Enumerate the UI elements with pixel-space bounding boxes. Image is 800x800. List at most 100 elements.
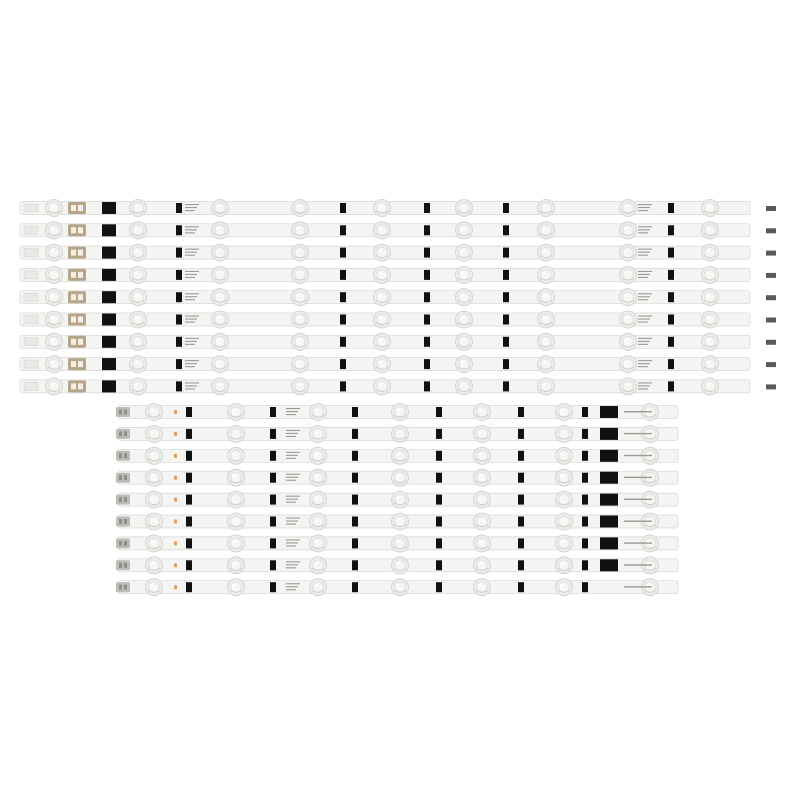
black-chip xyxy=(518,538,524,549)
printed-mark xyxy=(185,385,197,387)
led-lens xyxy=(291,243,309,262)
black-chip xyxy=(424,292,430,303)
led-strip xyxy=(116,403,679,421)
led-lens xyxy=(701,332,719,351)
black-component xyxy=(102,224,116,237)
led-lens xyxy=(129,221,147,240)
black-component xyxy=(600,515,618,528)
wire-connector xyxy=(116,560,130,571)
black-chip xyxy=(186,560,192,571)
led-lens xyxy=(129,310,147,329)
led-lens xyxy=(145,490,163,509)
black-chip xyxy=(503,292,509,303)
black-chip xyxy=(340,225,346,236)
led-lens xyxy=(309,556,327,575)
led-lens xyxy=(129,332,147,351)
black-component xyxy=(102,380,116,393)
led-lens xyxy=(701,221,719,240)
wire-connector xyxy=(116,428,130,439)
led-lens xyxy=(45,265,63,284)
printed-mark xyxy=(638,204,652,206)
led-strip xyxy=(116,446,679,465)
black-chip xyxy=(436,407,442,417)
led-lens xyxy=(291,332,309,351)
black-chip xyxy=(503,359,509,370)
smd-component xyxy=(174,410,177,414)
printed-mark xyxy=(185,337,199,339)
led-lens xyxy=(391,403,409,421)
printed-mark xyxy=(286,457,296,459)
printed-mark xyxy=(638,254,648,256)
led-lens xyxy=(145,424,163,443)
led-lens xyxy=(391,468,409,487)
led-lens xyxy=(391,424,409,443)
black-chip xyxy=(340,269,346,280)
led-lens xyxy=(373,243,391,262)
black-chip xyxy=(436,582,442,593)
black-chip xyxy=(518,407,524,417)
led-lens xyxy=(619,377,637,396)
led-lens xyxy=(309,490,327,509)
printed-mark xyxy=(638,251,650,253)
led-strip xyxy=(19,310,776,329)
led-lens xyxy=(309,446,327,465)
printed-mark xyxy=(624,498,652,500)
black-chip xyxy=(668,314,674,325)
black-chip xyxy=(518,472,524,483)
end-pads xyxy=(23,337,39,347)
black-chip xyxy=(352,494,358,505)
black-component xyxy=(600,471,618,484)
led-lens xyxy=(373,199,391,217)
black-chip xyxy=(424,247,430,258)
smd-component xyxy=(174,563,177,568)
end-pads xyxy=(23,226,39,235)
printed-mark xyxy=(286,539,300,541)
led-lens xyxy=(145,556,163,575)
black-chip xyxy=(176,292,182,303)
printed-mark xyxy=(286,561,300,563)
black-chip xyxy=(352,428,358,439)
printed-mark xyxy=(185,232,195,234)
led-lens xyxy=(455,243,473,262)
black-chip xyxy=(582,494,588,505)
led-lens xyxy=(227,490,245,509)
led-strip xyxy=(116,424,679,443)
black-chip xyxy=(503,336,509,347)
black-chip xyxy=(270,516,276,527)
wire-connector xyxy=(116,582,130,593)
printed-mark xyxy=(286,476,298,478)
printed-mark xyxy=(286,523,296,525)
printed-mark xyxy=(286,501,296,503)
printed-mark xyxy=(286,429,300,431)
wire-connector xyxy=(68,268,86,281)
led-lens xyxy=(227,556,245,575)
printed-mark xyxy=(286,586,298,588)
end-connector xyxy=(766,384,776,390)
black-component xyxy=(102,335,116,348)
black-chip xyxy=(424,269,430,280)
led-lens xyxy=(291,221,309,240)
black-chip xyxy=(582,450,588,461)
printed-mark xyxy=(624,411,652,413)
black-chip xyxy=(352,450,358,461)
black-chip xyxy=(340,292,346,303)
black-chip xyxy=(582,538,588,549)
black-chip xyxy=(270,494,276,505)
black-chip xyxy=(270,450,276,461)
black-chip xyxy=(270,560,276,571)
printed-mark xyxy=(185,340,197,342)
black-chip xyxy=(186,582,192,593)
black-chip xyxy=(424,359,430,370)
led-lens xyxy=(45,332,63,351)
printed-mark xyxy=(638,366,648,368)
black-chip xyxy=(503,314,509,325)
black-chip xyxy=(668,269,674,280)
black-chip xyxy=(186,494,192,505)
black-chip xyxy=(518,450,524,461)
printed-mark xyxy=(185,318,197,320)
black-component xyxy=(102,313,116,326)
led-lens xyxy=(473,578,491,597)
led-lens xyxy=(391,534,409,553)
black-chip xyxy=(424,225,430,236)
printed-mark xyxy=(638,382,652,384)
